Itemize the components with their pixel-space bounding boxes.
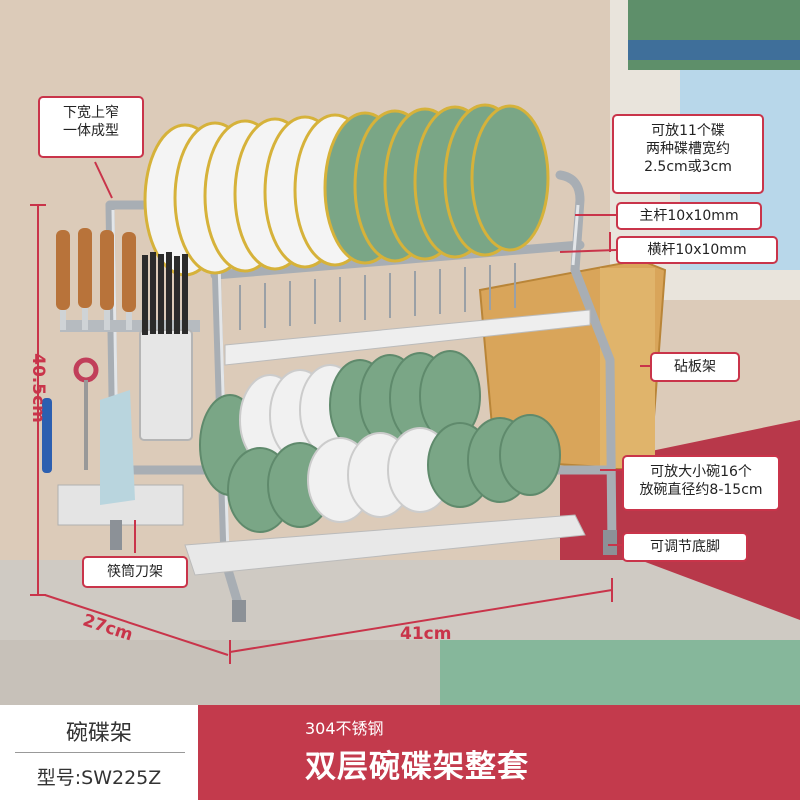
rack-slots bbox=[239, 263, 516, 330]
chopsticks bbox=[142, 252, 188, 335]
bottle-opener bbox=[42, 398, 52, 473]
upper-drip-tray bbox=[224, 309, 591, 366]
footer-info-panel: 碗碟架 型号:SW225Z bbox=[0, 705, 198, 800]
callout-bowl-line2: 放碗直径约8-15cm bbox=[639, 482, 763, 498]
product-name: 碗碟架 bbox=[65, 721, 132, 746]
callout-cross-rod: 横杆10x10mm bbox=[616, 236, 778, 264]
callout-bowl-capacity: 可放大小碗16个 放碗直径约8-15cm bbox=[622, 455, 780, 511]
dimension-width: 41cm bbox=[400, 624, 452, 644]
lower-drip-tray bbox=[184, 514, 586, 576]
dimension-height: 40.5cm bbox=[28, 353, 48, 423]
bowls bbox=[199, 350, 561, 533]
footer: 碗碟架 型号:SW225Z 304不锈钢 双层碗碟架整套 bbox=[0, 705, 800, 800]
knife-handles bbox=[56, 228, 136, 312]
callout-taper-line2: 一体成型 bbox=[63, 123, 119, 139]
callout-holder: 筷筒刀架 bbox=[82, 556, 188, 588]
callout-plate-line1: 可放11个碟 bbox=[651, 123, 725, 139]
plates bbox=[143, 103, 550, 277]
dimension-lines bbox=[30, 204, 613, 664]
banner-title: 双层碗碟架整套 bbox=[305, 749, 529, 785]
chopstick-cup bbox=[139, 329, 193, 441]
countertop-front bbox=[0, 640, 440, 705]
callout-taper: 下宽上窄 一体成型 bbox=[38, 96, 144, 158]
product-scene: 下宽上窄 一体成型 可放11个碟 两种碟槽宽约 2.5cm或3cm 主杆10x1… bbox=[0, 0, 800, 705]
callout-board-rack: 砧板架 bbox=[650, 352, 740, 382]
rack-feet bbox=[110, 520, 617, 622]
callout-taper-line1: 下宽上窄 bbox=[63, 105, 119, 121]
knife-blades bbox=[60, 308, 132, 330]
model-number: 型号:SW225Z bbox=[36, 767, 162, 789]
countertop bbox=[0, 560, 800, 640]
utensil-holder bbox=[42, 228, 200, 526]
callout-main-rod: 主杆10x10mm bbox=[616, 202, 762, 230]
footer-divider bbox=[15, 752, 185, 753]
footer-banner: 304不锈钢 双层碗碟架整套 bbox=[198, 705, 800, 800]
callout-plate-line2: 两种碟槽宽约 bbox=[646, 141, 730, 157]
callout-feet: 可调节底脚 bbox=[622, 532, 748, 562]
callout-plate-line3: 2.5cm或3cm bbox=[644, 159, 732, 175]
callout-plate-capacity: 可放11个碟 两种碟槽宽约 2.5cm或3cm bbox=[612, 114, 764, 194]
towel bbox=[100, 390, 135, 505]
window-water bbox=[628, 40, 800, 60]
material-label: 304不锈钢 bbox=[305, 719, 384, 738]
callout-bowl-line1: 可放大小碗16个 bbox=[650, 464, 752, 480]
callout-leaders bbox=[94, 161, 650, 553]
cabinet bbox=[420, 640, 800, 705]
